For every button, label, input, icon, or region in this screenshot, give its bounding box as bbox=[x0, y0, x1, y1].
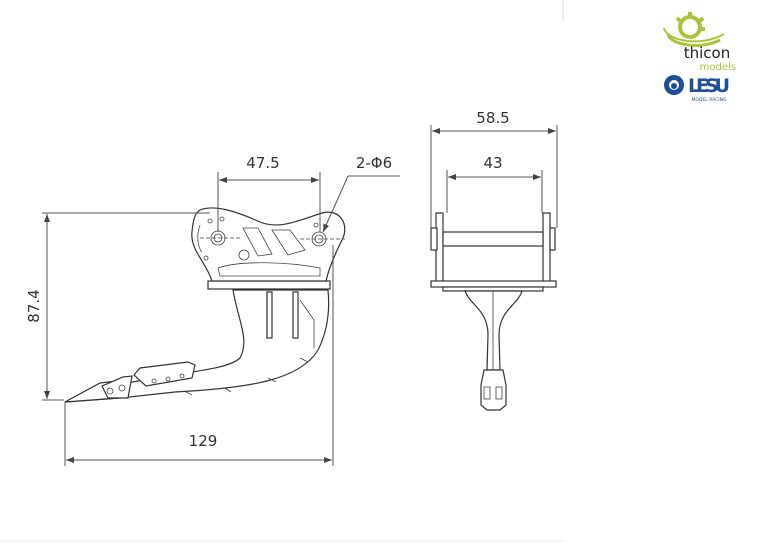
dim-label-length: 129 bbox=[189, 432, 218, 450]
thicon-sub: models bbox=[700, 62, 736, 73]
dimension-height: 87.4 bbox=[25, 212, 210, 401]
thicon-logo: thicon models bbox=[663, 12, 736, 73]
dim-label-height: 87.4 bbox=[25, 289, 43, 322]
gear-icon bbox=[663, 15, 725, 47]
lesu-logo: LESU MODEL RACING bbox=[664, 75, 730, 103]
dimension-holes: 2-Φ6 bbox=[322, 154, 400, 233]
dimension-length: 129 bbox=[64, 245, 334, 466]
ripper-end-view bbox=[430, 212, 557, 411]
dimension-overall-width: 58.5 bbox=[430, 109, 558, 228]
dimension-inner-width: 43 bbox=[446, 154, 543, 213]
lesu-name: LESU bbox=[688, 75, 730, 97]
dimension-pin-spacing: 47.5 bbox=[217, 154, 321, 232]
ripper-side-view bbox=[64, 207, 346, 403]
lion-icon bbox=[664, 75, 684, 95]
dim-label-pin-spacing: 47.5 bbox=[246, 154, 279, 172]
lesu-sub: MODEL RACING bbox=[692, 97, 727, 103]
dim-label-inner-width: 43 bbox=[483, 154, 502, 172]
dim-label-holes: 2-Φ6 bbox=[356, 154, 392, 172]
dim-label-overall-width: 58.5 bbox=[476, 109, 509, 127]
thicon-name: thicon bbox=[684, 44, 731, 62]
